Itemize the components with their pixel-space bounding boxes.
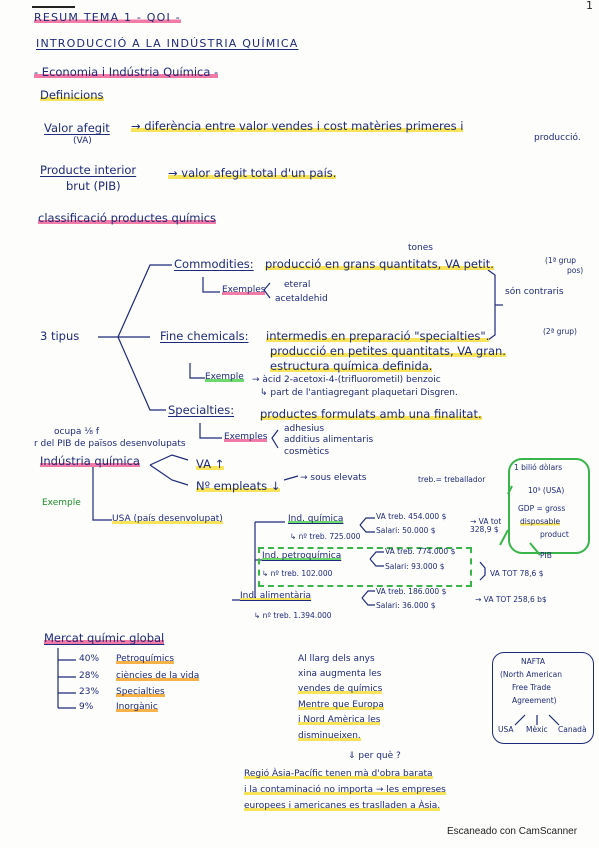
ind-quimica-va: VA treb. 454.000 $	[376, 512, 447, 521]
fine-desc-3: estructura química definida.	[270, 359, 433, 373]
va-definition: → diferència entre valor vendes i cost m…	[131, 119, 464, 133]
market-heading: Mercat químic global	[44, 631, 165, 645]
industry-va: VA ↑	[196, 457, 225, 471]
va-definition-cont: producció.	[534, 133, 581, 143]
ind-quimica-workers: ↳ nº treb. 725.000	[290, 532, 361, 541]
market-pct-4: 9%	[79, 702, 94, 712]
market-text-2: xina augmenta les	[298, 669, 382, 679]
son-contraris: són contraris	[505, 287, 564, 297]
ind-petro-salary: Salari: 93.000 $	[385, 562, 445, 571]
tones-note: tones	[408, 243, 433, 253]
gdp-box	[508, 458, 590, 554]
fine-example-text: → àcid 2-acetoxi-4-(trifluorometil) benz…	[252, 375, 441, 385]
nafta-line-4: Agreement)	[512, 696, 557, 705]
pib-term-cont: brut (PIB)	[66, 179, 121, 193]
market-pct-3: 23%	[79, 687, 100, 697]
nafta-box	[492, 652, 594, 744]
gdp-label-2: disposable	[520, 517, 561, 527]
employees-note: → sous elevats	[300, 473, 367, 483]
billion-label-2: 10⁹ (USA)	[528, 486, 565, 495]
fine-desc-1: intermedis en preparació "specialties".	[266, 329, 490, 343]
bottom-line-1: Regió Àsia-Pacífic tenen mà d'obra barat…	[244, 769, 433, 780]
market-text-5: i Nord Amèrica les	[298, 715, 381, 726]
grup-note-cont: pos)	[567, 266, 584, 275]
three-types: 3 tipus	[40, 329, 80, 343]
nafta-usa: USA	[498, 725, 514, 734]
va-abbr: (VA)	[73, 136, 92, 146]
ind-quimica-salary: Salari: 50.000 $	[376, 526, 436, 535]
specialties-desc: productes formulats amb una finalitat.	[260, 407, 482, 421]
ind-quimica-vatot: → VA tot 328,9 $	[470, 517, 502, 535]
commodities-desc: producció en grans quantitats, VA petit.	[265, 257, 494, 271]
petro-dashed-box	[258, 547, 472, 587]
ind-alim-salary: Salari: 36.000 $	[376, 601, 436, 610]
nafta-line-3: Free Trade	[512, 683, 551, 692]
ind-quimica: Ind. química	[288, 514, 344, 525]
market-text-6: disminueixen.	[298, 731, 361, 742]
pib-share-note: ocupa ⅛ f	[54, 427, 99, 437]
spec-example-3: cosmètics	[284, 447, 330, 457]
bottom-line-3: europees i americanes es traslladen a Às…	[244, 801, 441, 812]
definitions-heading: Definicions	[40, 88, 104, 102]
usa-label: USA (país desenvolupat)	[112, 514, 223, 525]
market-label-3: Specialties	[116, 687, 165, 698]
nafta-mexic: Mèxic	[526, 725, 548, 734]
fine-example-text-2: ↳ part de l'antiagregant plaquetari Disg…	[260, 388, 458, 398]
scanner-watermark: Escaneado con CamScanner	[447, 826, 578, 837]
ind-alim-workers: ↳ nº treb. 1.394.000	[254, 611, 332, 620]
commodities-examples: Exemples	[222, 285, 266, 296]
classification-heading: classificació productes químics	[38, 211, 217, 225]
pib-definition: → valor afegit total d'un país.	[168, 166, 337, 180]
market-text-3: vendes de químics	[298, 684, 383, 695]
ind-petroquimica: Ind. petroquímica	[262, 551, 342, 562]
pib-term: Producte interior	[40, 163, 137, 177]
document-subtitle: INTRODUCCIÓ A LA INDÚSTRIA QUÍMICA	[36, 37, 299, 50]
specialties-label: Specialties:	[168, 403, 235, 417]
economia-heading: - Economia i Indústria Química -	[34, 65, 219, 79]
fine-chemicals-label: Fine chemicals:	[160, 329, 249, 343]
industry-heading: Indústria química	[40, 454, 140, 468]
gdp-label-3: product	[540, 530, 569, 539]
industry-employees: Nº empleats ↓	[196, 479, 281, 493]
va-term: Valor afegit	[44, 121, 110, 135]
market-label-4: Inorgànic	[116, 702, 158, 713]
ind-petro-va: VA treb. 774.000 $	[385, 547, 456, 556]
spec-example-1: adhesius	[284, 424, 325, 434]
market-text-1: Al llarg dels anys	[298, 654, 375, 664]
nafta-title: NAFTA	[521, 657, 546, 666]
market-text-4: Mentre que Europa	[298, 700, 384, 711]
spec-example-2: additius alimentaris	[284, 435, 374, 445]
fine-desc-2: producció en petites quantitats, VA gran…	[270, 344, 506, 358]
example-acetaldehid: acetaldehid	[275, 294, 328, 304]
gdp-label: GDP = gross	[518, 504, 566, 513]
ind-petro-workers: ↳ nº treb. 102.000	[262, 569, 333, 578]
pib-label: PIB	[540, 551, 552, 560]
market-label-1: Petroquímics	[116, 654, 175, 665]
document-title: RESUM TEMA 1 - QOI -	[34, 11, 181, 25]
specialties-examples: Exemples	[224, 432, 268, 443]
ind-petro-vatot: VA TOT 78,6 $	[490, 569, 544, 578]
example-label: Exemple	[42, 498, 81, 508]
ind-alim-vatot: → VA TOT 258,6 b$	[475, 595, 547, 604]
market-pct-1: 40%	[79, 654, 100, 664]
per-que: ⇓ per què ?	[348, 751, 401, 761]
nafta-line-2: (North American	[500, 670, 562, 679]
market-label-2: ciències de la vida	[116, 671, 200, 682]
ind-alim-va: VA treb. 186.000 $	[376, 587, 447, 596]
commodities-label: Commodities:	[174, 257, 254, 271]
market-pct-2: 28%	[79, 671, 100, 681]
grup-note: (1ª grup	[545, 256, 576, 265]
pib-share-note-2: r del PIB de països desenvolupats	[34, 439, 186, 449]
page-mark: 1	[586, 0, 595, 12]
example-eteral: eteral	[284, 280, 311, 290]
fine-grup-note: (2ª grup)	[543, 327, 577, 336]
nafta-canada: Canadà	[558, 725, 587, 734]
billion-label: 1 bilió dòlars	[514, 463, 563, 472]
fine-example-label: Exemple	[205, 372, 244, 383]
treb-note: treb.= treballador	[418, 475, 486, 484]
bottom-line-2: i la contaminació no importa → les empre…	[244, 785, 446, 796]
ind-alimentaria: Ind. alimentària	[240, 591, 312, 602]
